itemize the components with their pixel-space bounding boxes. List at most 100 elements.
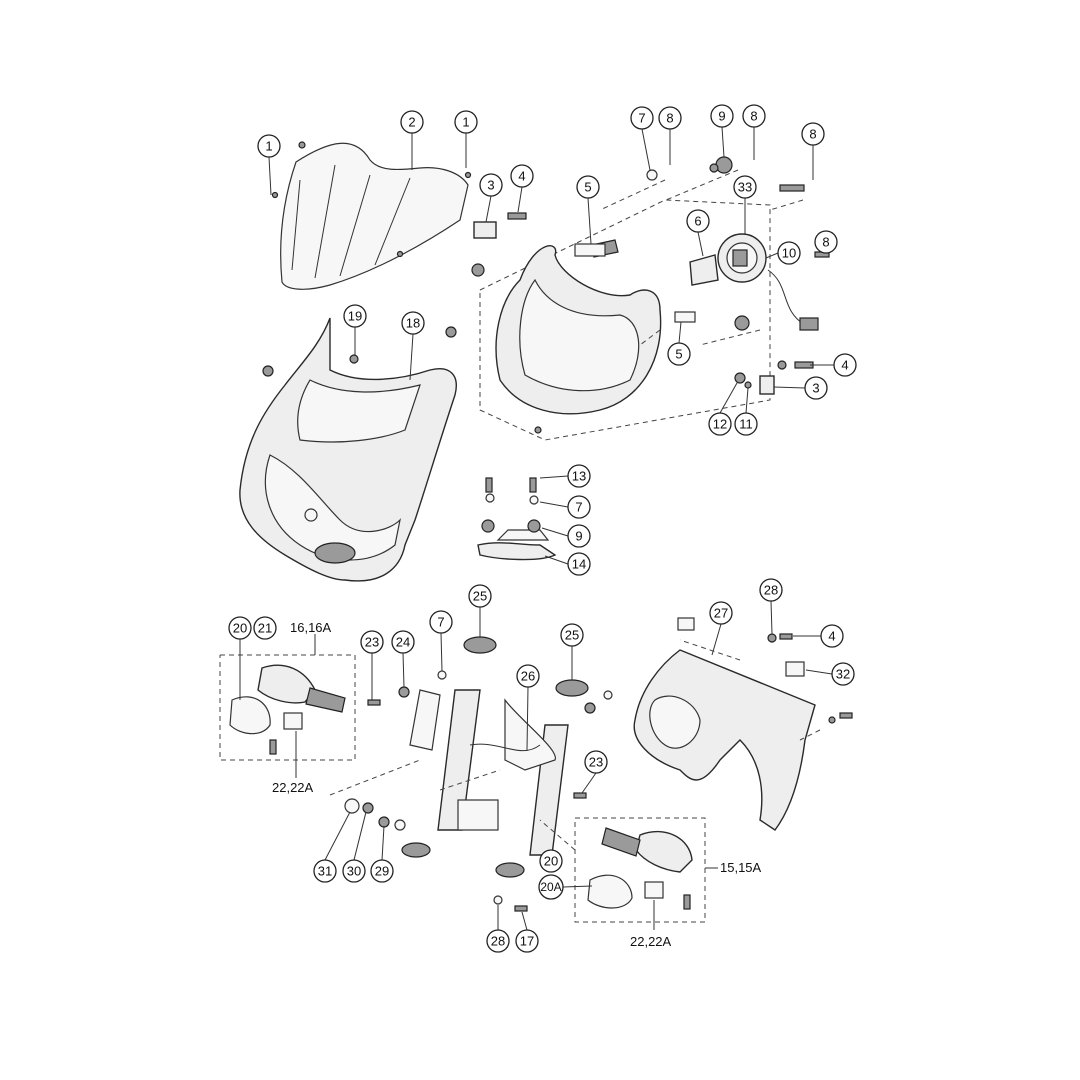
svg-text:27: 27 <box>714 606 728 621</box>
svg-text:11: 11 <box>739 417 753 432</box>
callout: 28 <box>486 905 510 953</box>
callout: 10 <box>765 241 801 265</box>
callout: 7 <box>429 610 453 672</box>
svg-text:8: 8 <box>809 127 816 142</box>
callout: 4 <box>810 353 857 377</box>
svg-text:17: 17 <box>520 934 534 949</box>
callout: 32 <box>805 662 855 686</box>
callout: 21 <box>253 616 277 640</box>
callout: 20 <box>539 849 563 873</box>
svg-text:9: 9 <box>575 529 582 544</box>
callout: 20 <box>228 616 252 700</box>
svg-text:4: 4 <box>518 169 525 184</box>
svg-text:7: 7 <box>575 500 582 515</box>
svg-text:20: 20 <box>544 854 558 869</box>
callout: 7 <box>539 495 591 519</box>
leader-lines <box>329 169 821 851</box>
callout: 2 <box>400 110 424 170</box>
label-22-22a-left: 22,22A <box>272 780 314 795</box>
callout: 9 <box>541 524 591 548</box>
callouts: 1 2 1 3 4 5 7 8 9 8 8 33 6 10 8 5 4 3 12… <box>228 104 857 953</box>
svg-text:2: 2 <box>408 115 415 130</box>
callout: 28 <box>759 578 783 635</box>
callout: 25 <box>560 623 584 680</box>
svg-text:28: 28 <box>491 934 505 949</box>
svg-text:25: 25 <box>565 628 579 643</box>
callout: 30 <box>342 811 367 883</box>
mount-bracket-left <box>473 212 527 239</box>
svg-text:7: 7 <box>638 111 645 126</box>
callout: 31 <box>313 811 351 883</box>
callout: 29 <box>370 825 394 883</box>
label-22-22a-right: 22,22A <box>630 934 672 949</box>
callout: 23 <box>581 750 608 794</box>
headlight-mount-bracket <box>477 477 557 561</box>
fork-frame <box>344 636 613 912</box>
svg-text:29: 29 <box>375 864 389 879</box>
svg-text:14: 14 <box>572 557 586 572</box>
svg-text:8: 8 <box>750 109 757 124</box>
svg-text:7: 7 <box>437 615 444 630</box>
svg-text:8: 8 <box>666 111 673 126</box>
callout: 7 <box>630 106 654 171</box>
svg-text:5: 5 <box>675 347 682 362</box>
svg-text:33: 33 <box>738 180 752 195</box>
callout: 19 <box>343 304 367 355</box>
callout: 11 <box>734 387 758 436</box>
svg-text:19: 19 <box>348 309 362 324</box>
callout: 8 <box>814 230 838 254</box>
callout: 5 <box>576 175 600 245</box>
headlight-assembly <box>471 156 830 441</box>
callout: 14 <box>544 552 591 576</box>
svg-text:1: 1 <box>462 115 469 130</box>
callout: 8 <box>658 106 682 165</box>
callout: 27 <box>709 601 733 656</box>
svg-text:21: 21 <box>258 621 272 636</box>
svg-text:28: 28 <box>764 583 778 598</box>
svg-text:31: 31 <box>318 864 332 879</box>
svg-text:4: 4 <box>841 358 848 373</box>
svg-text:18: 18 <box>406 316 420 331</box>
svg-text:9: 9 <box>718 109 725 124</box>
callout: 9 <box>710 104 734 158</box>
svg-text:30: 30 <box>347 864 361 879</box>
svg-text:10: 10 <box>782 246 796 261</box>
label-15-15a: 15,15A <box>720 860 762 875</box>
callout: 4 <box>793 624 844 648</box>
svg-text:4: 4 <box>828 629 835 644</box>
svg-text:6: 6 <box>694 214 701 229</box>
svg-text:13: 13 <box>572 469 586 484</box>
callout: 8 <box>742 104 766 160</box>
callout: 1 <box>454 110 478 168</box>
svg-text:5: 5 <box>584 180 591 195</box>
callout: 24 <box>391 630 415 688</box>
subframe <box>633 617 853 831</box>
svg-text:23: 23 <box>589 755 603 770</box>
callout: 1 <box>257 134 281 196</box>
svg-text:20A: 20A <box>540 880 561 894</box>
callout: 17 <box>515 911 539 953</box>
label-16-16a: 16,16A <box>290 620 332 635</box>
callout: 5 <box>667 321 691 366</box>
turn-signal-left <box>219 654 356 761</box>
callout: 33 <box>733 175 757 234</box>
svg-text:32: 32 <box>836 667 850 682</box>
callout: 4 <box>510 164 534 213</box>
group-labels: 16,16A 22,22A 15,15A 22,22A <box>272 620 762 949</box>
callout: 23 <box>360 630 384 700</box>
callout: 8 <box>801 122 825 180</box>
svg-text:1: 1 <box>265 139 272 154</box>
windscreen <box>271 141 472 290</box>
svg-text:23: 23 <box>365 635 379 650</box>
svg-text:3: 3 <box>812 381 819 396</box>
callout: 26 <box>516 664 540 751</box>
svg-text:25: 25 <box>473 589 487 604</box>
svg-text:8: 8 <box>822 235 829 250</box>
callout: 3 <box>773 376 828 400</box>
turn-signal-right <box>574 817 706 923</box>
svg-text:12: 12 <box>713 417 727 432</box>
callout: 25 <box>468 584 492 637</box>
svg-text:3: 3 <box>487 178 494 193</box>
callout: 12 <box>708 382 738 436</box>
